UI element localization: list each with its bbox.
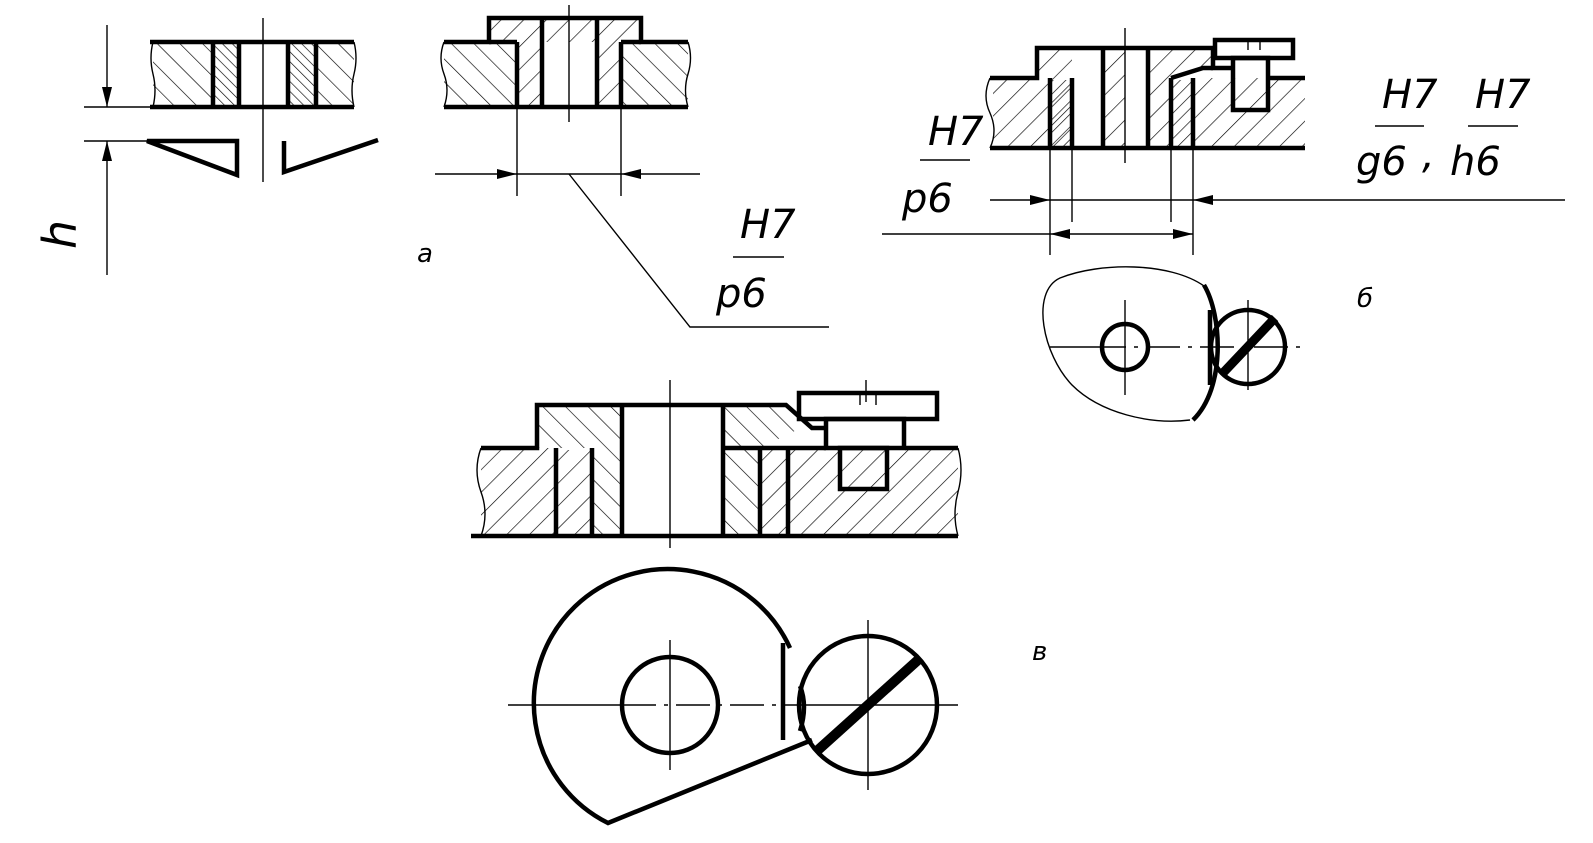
view-v-bushing-with-screw: в — [471, 380, 1047, 826]
view-v-label: в — [1032, 637, 1047, 667]
view-b-bushing-with-screw: H7 p6 H7 g6 , H7 h6 б — [882, 28, 1565, 422]
fit-b-separator: , — [1422, 132, 1435, 178]
fit-b-left-numerator: H7 — [928, 109, 984, 155]
fit-a-numerator: H7 — [740, 202, 796, 248]
fit-a-denominator: p6 — [715, 271, 767, 317]
view-a-bushing: H7 p6 а — [417, 5, 829, 328]
fit-b-right-2-numerator: H7 — [1475, 72, 1531, 118]
dimension-h-label: h — [33, 220, 87, 249]
fit-b-right-1-denominator: g6 — [1356, 139, 1407, 185]
fit-b-left-denominator: p6 — [901, 176, 953, 222]
view-plate-with-insert: h — [33, 18, 379, 275]
view-a-label: а — [417, 239, 433, 269]
fit-b-right-2-denominator: h6 — [1450, 139, 1501, 185]
view-b-label: б — [1357, 284, 1373, 314]
fit-b-right-1-numerator: H7 — [1382, 72, 1438, 118]
